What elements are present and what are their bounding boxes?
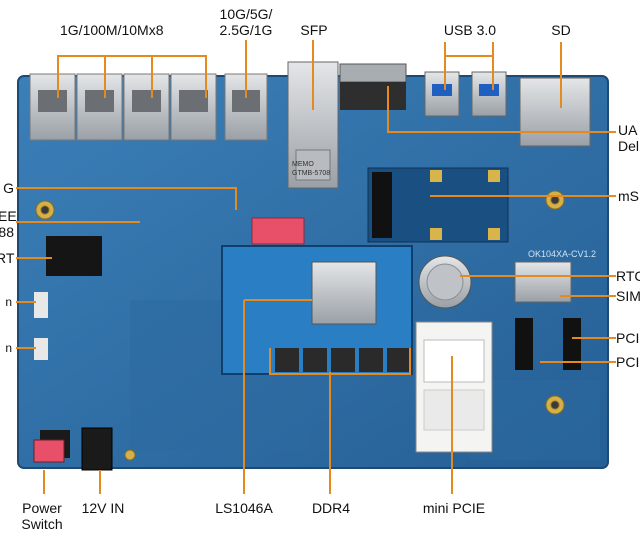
label-10g-line1: 10G/5G/ [219,6,273,22]
label-uart-partial-1: UA [618,122,638,138]
callout-lines [16,40,616,494]
label-left-rt: RT [0,250,15,266]
label-left-n1: n [5,295,12,309]
label-power-switch-2: Switch [21,516,63,532]
ethernet-ports [29,73,217,141]
label-power-switch-1: Power [22,500,62,516]
label-cpu: LS1046A [215,500,273,516]
db9-connector [339,63,407,110]
label-left-g: G [3,180,14,196]
label-pci-partial-2: PCI [616,354,640,370]
msata-socket [367,167,509,243]
label-rtc-partial: RTC [616,268,640,284]
label-pci-partial-1: PCI [616,330,640,346]
label-sfp: SFP [300,22,328,38]
rtc-battery [418,255,472,309]
label-mini-pcie: mini PCIE [422,500,486,516]
mini-pcie-module [415,321,493,453]
sfp-tag-marking: MEMO GTMB-5708 [292,161,331,177]
label-10g-line2: 2.5G/1G [219,22,273,38]
label-left-ee-2: 88 [0,224,14,240]
sd-slot [519,77,591,147]
cpu-module [221,245,413,375]
label-sd: SD [551,22,571,38]
label-ddr: DDR4 [311,500,351,516]
label-sim-partial: SIM [616,288,640,304]
label-uart-partial-2: Del [618,138,640,154]
usb-ports [424,71,507,117]
label-left-n2: n [5,341,12,355]
dip-switch [251,217,305,245]
pcie-slots [515,318,581,370]
label-left-ee-1: EE [0,208,17,224]
mounting-holes [35,190,565,461]
label-msata-partial: mS [618,188,639,204]
label-ethernet: 1G/100M/10Mx8 [60,22,164,38]
label-usb: USB 3.0 [443,22,497,38]
board-id-marking: OK104XA-CV1.2 [528,249,597,259]
power-switch [33,439,65,463]
power-jack [81,427,113,471]
label-power-in: 12V IN [81,500,125,516]
